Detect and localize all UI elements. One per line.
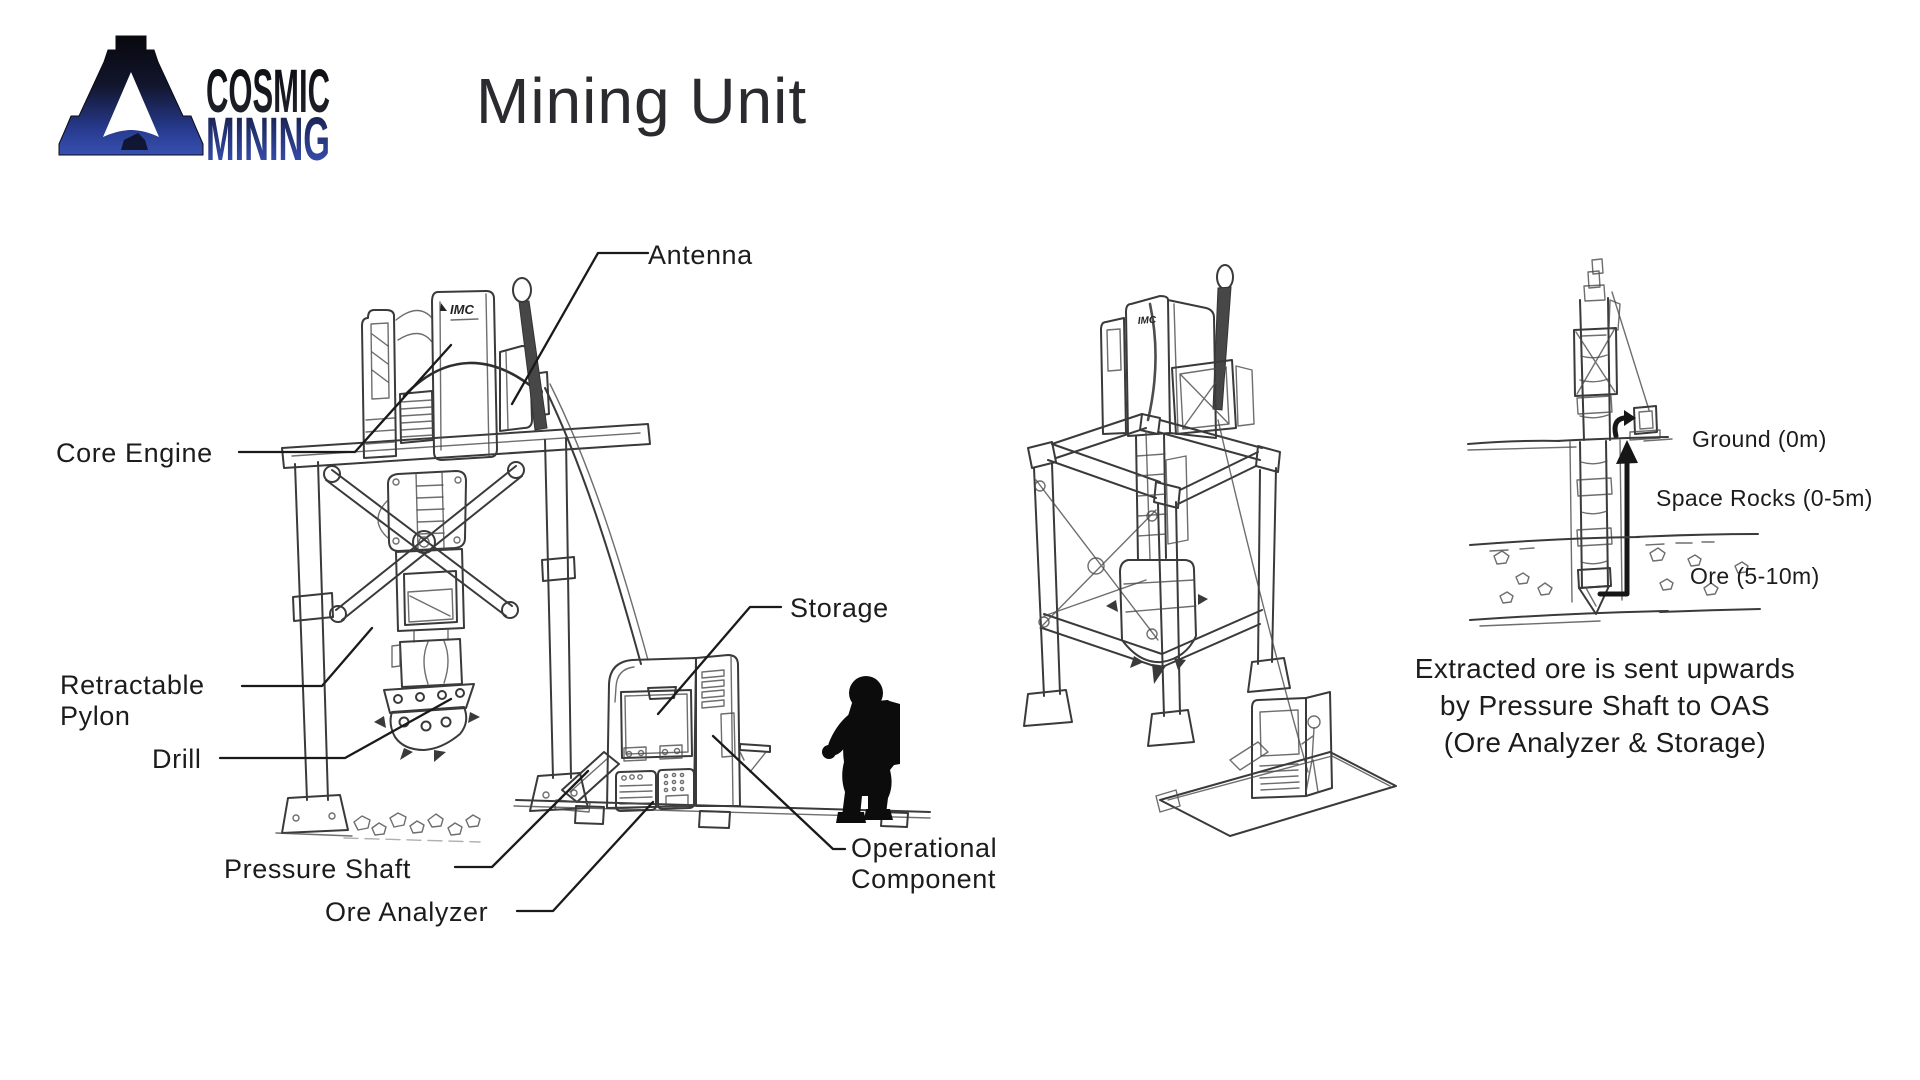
drill-column [377,470,467,688]
iso-storage-unit [1229,691,1333,799]
frame-left-leg [275,461,353,837]
antenna-leader [510,251,650,406]
label-ground-depth: Ground (0m) [1692,426,1827,452]
label-core-engine: Core Engine [56,438,213,468]
caption-line-1: Extracted ore is sent upwards [1414,653,1796,684]
label-drill: Drill [152,744,202,774]
ore-analyzer-panel [615,768,695,812]
astronaut-silhouette [822,676,900,823]
depth-view-sketch [1467,258,1761,627]
frame-top-beam [281,423,651,469]
label-antenna: Antenna [648,240,753,270]
pressure-shaft-cable [544,387,642,665]
label-space-rocks-depth: Space Rocks (0-5m) [1656,485,1873,511]
pressure-shaft-leader [453,769,590,869]
cross-brace [323,461,525,623]
cosmic-mining-logo: COSMIC MINING [58,35,330,173]
logo-triangle-icon [58,35,204,156]
ore-rocks [1493,547,1749,604]
leader-lines [218,251,847,913]
caption-line-2: by Pressure Shaft to OAS [1439,690,1771,721]
logo-word-cosmic: COSMIC [206,57,330,125]
extraction-caption: Extracted ore is sent upwards by Pressur… [1375,650,1835,761]
antenna-bulb [512,277,532,303]
label-operational-component: Operational Component [851,833,998,894]
label-ore-analyzer: Ore Analyzer [325,897,489,927]
ore-analyzer-leader [515,800,655,913]
core-engine-leader [237,343,453,454]
side-view-sketch: IMC [218,251,931,913]
storage-unit [554,654,771,813]
label-pressure-shaft: Pressure Shaft [224,854,411,884]
drill-leader [218,697,453,760]
rubble [343,812,481,843]
iso-view-sketch: IMC [1023,264,1397,837]
ore-flow-arrow [1597,440,1638,597]
logo-word-mining: MINING [206,105,330,173]
label-retractable-pylon: Retractable Pylon [60,670,205,731]
logo-wordmark: COSMIC MINING [206,57,330,173]
frame-right-leg [529,437,589,812]
label-storage: Storage [790,593,889,623]
machine-brand-text: IMC [450,302,474,317]
label-ore-depth: Ore (5-10m) [1690,563,1820,589]
operational-component-leader [711,734,847,851]
drill-head [374,683,480,762]
pressure-shaft-duct [554,751,620,813]
retractable-pylon-leader [240,626,374,688]
page-title: Mining Unit [476,65,808,137]
caption-line-3: (Ore Analyzer & Storage) [1443,727,1767,758]
storage-leader [656,605,783,716]
